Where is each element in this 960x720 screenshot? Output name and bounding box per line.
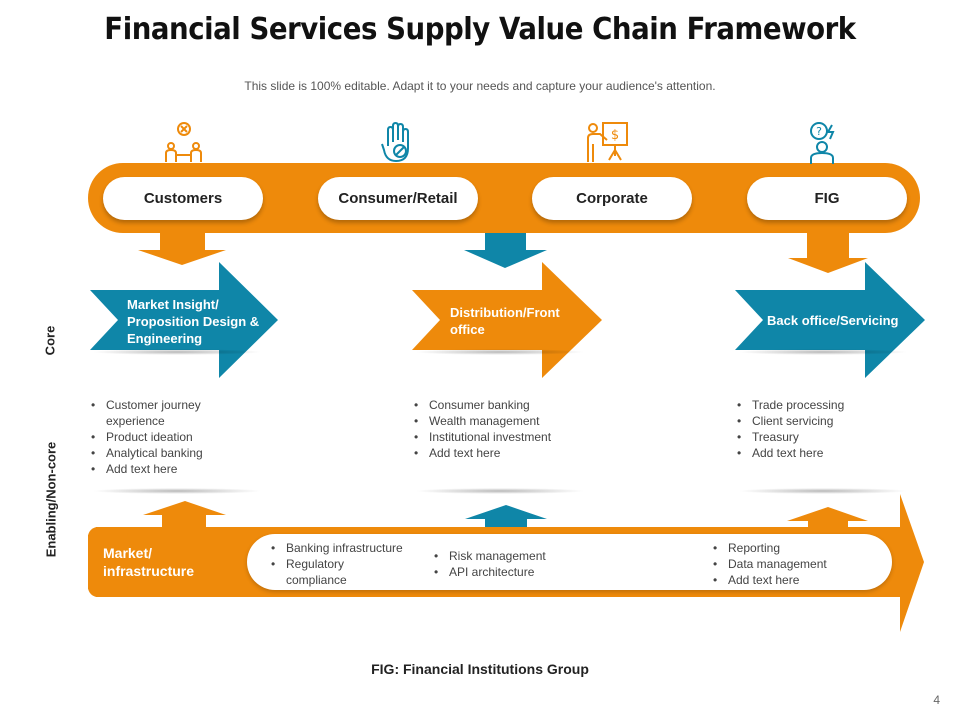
segment-customers: Customers xyxy=(103,177,263,220)
segment-label: FIG xyxy=(814,190,840,207)
side-label-enabling: Enabling/Non-core xyxy=(43,441,59,558)
segment-corporate: Corporate xyxy=(532,177,692,220)
stage-bullets-distribution: Consumer banking Wealth management Insti… xyxy=(411,397,591,461)
list-item: Reporting xyxy=(710,540,870,556)
customer-meeting-icon xyxy=(165,122,202,162)
list-item: Wealth management xyxy=(411,413,591,429)
slide-subtitle: This slide is 100% editable. Adapt it to… xyxy=(244,79,716,93)
segment-band xyxy=(88,163,920,233)
shadow xyxy=(415,488,585,494)
footnote: FIG: Financial Institutions Group xyxy=(371,661,589,677)
list-item: Data management xyxy=(710,556,870,572)
slide-title: Financial Services Supply Value Chain Fr… xyxy=(104,12,856,47)
list-item: API architecture xyxy=(431,564,591,580)
stage-label-back-office: Back office/Servicing xyxy=(767,313,899,328)
presentation-dollar-icon: $ xyxy=(587,122,628,162)
list-item: Regulatory compliance xyxy=(268,556,396,588)
shadow xyxy=(738,488,908,494)
list-item: Customer journey experience xyxy=(88,397,238,429)
up-arrow-1 xyxy=(143,501,226,527)
shadow xyxy=(92,349,262,355)
segment-label: Customers xyxy=(143,190,223,207)
list-item: Treasury xyxy=(734,429,904,445)
infrastructure-group-3: Reporting Data management Add text here xyxy=(710,540,870,588)
list-item: Analytical banking xyxy=(88,445,238,461)
infrastructure-label: Market/ infrastructure xyxy=(103,545,195,579)
up-arrow-2 xyxy=(465,505,547,527)
list-item: Risk management xyxy=(431,548,591,564)
stage-arrow-back-office xyxy=(735,262,925,378)
segment-consumer-retail: Consumer/Retail xyxy=(318,177,478,220)
list-item: Consumer banking xyxy=(411,397,591,413)
infrastructure-group-2: Risk management API architecture xyxy=(431,548,591,580)
list-item: Client servicing xyxy=(734,413,904,429)
svg-text:$: $ xyxy=(611,128,619,143)
svg-text:?: ? xyxy=(816,125,822,138)
stage-bullets-market-insight: Customer journey experience Product idea… xyxy=(88,397,238,477)
down-arrow-customers xyxy=(138,233,226,265)
stage-arrow-market-insight xyxy=(90,262,278,378)
list-item: Institutional investment xyxy=(411,429,591,445)
stage-bullets-back-office: Trade processing Client servicing Treasu… xyxy=(734,397,904,461)
person-question-icon: ? xyxy=(810,122,835,164)
list-item: Banking infrastructure xyxy=(268,540,428,556)
list-item: Trade processing xyxy=(734,397,904,413)
page-number: 4 xyxy=(933,693,940,707)
up-arrow-3 xyxy=(787,507,868,527)
shadow xyxy=(738,349,908,355)
side-label-core: Core xyxy=(42,325,58,356)
stage-label-distribution: Distribution/Front office xyxy=(450,305,560,337)
stage-label-market-insight: Market Insight/ Proposition Design & Eng… xyxy=(127,297,260,346)
segment-fig: FIG xyxy=(747,177,907,220)
segment-label: Consumer/Retail xyxy=(338,190,458,207)
down-arrow-retail xyxy=(464,233,547,268)
shadow xyxy=(92,488,262,494)
segment-label: Corporate xyxy=(576,190,648,207)
down-arrow-fig xyxy=(788,233,868,273)
list-item: Add text here xyxy=(411,445,591,461)
hand-stop-icon xyxy=(381,121,409,163)
shadow xyxy=(415,349,585,355)
list-item: Add text here xyxy=(734,445,904,461)
list-item: Add text here xyxy=(710,572,870,588)
stage-arrow-distribution xyxy=(412,262,602,378)
list-item: Add text here xyxy=(88,461,238,477)
list-item: Product ideation xyxy=(88,429,238,445)
infrastructure-group-1: Banking infrastructure Regulatory compli… xyxy=(268,540,428,588)
